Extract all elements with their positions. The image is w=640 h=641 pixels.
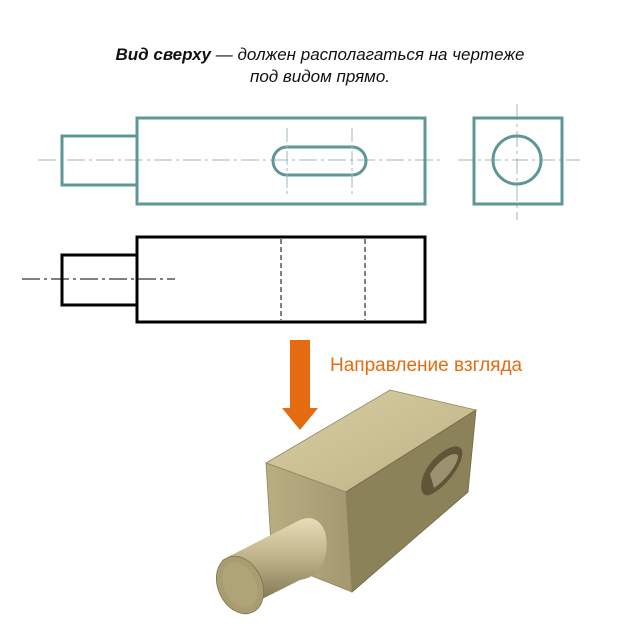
front-view-shaft — [60, 253, 139, 307]
caption-rest: — должен располагаться на чертеже — [211, 45, 525, 64]
view-direction-arrow — [282, 340, 318, 430]
side-view-square — [472, 116, 564, 206]
view-direction-label: Направление взгляда — [330, 355, 523, 376]
top-view — [38, 116, 440, 206]
side-view-circle — [491, 134, 543, 186]
caption-bold: Вид сверху — [115, 45, 212, 64]
front-view — [22, 235, 427, 324]
caption-line-1: Вид сверху — должен располагаться на чер… — [60, 44, 580, 66]
isometric-model — [215, 389, 478, 615]
top-view-slot — [271, 145, 368, 177]
side-view — [458, 104, 580, 220]
caption-line-2: под видом прямо. — [249, 67, 391, 86]
top-view-body — [135, 116, 427, 206]
caption: Вид сверху — должен располагаться на чер… — [60, 44, 580, 88]
front-view-body — [135, 235, 427, 324]
